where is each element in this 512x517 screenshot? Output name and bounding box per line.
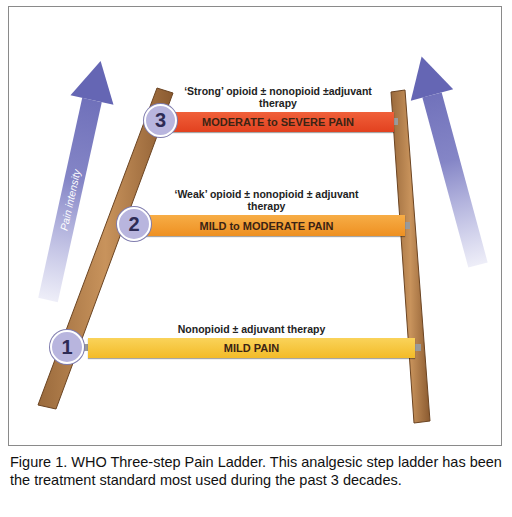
step-number: 2 [128,213,139,236]
ladder-rail-right [391,90,430,423]
step-number-circle: 2 [117,207,151,241]
therapy-heading: ‘Strong’ opioid ± nonopioid ±adjuvant th… [173,85,383,109]
pain-level: MODERATE to SEVERE PAIN [202,116,354,128]
ladder-rung: Nonopioid ± adjuvant therapyMILD PAIN [88,338,415,358]
pain-level: MILD PAIN [224,342,279,354]
figure-caption: Figure 1. WHO Three-step Pain Ladder. Th… [10,453,504,489]
arrow-label: Pain intensity [57,168,82,232]
step-number: 1 [61,336,72,359]
step-number: 3 [155,109,166,132]
ladder-rung: ‘Strong’ opioid ± nonopioid ±adjuvant th… [162,112,394,132]
step-number-circle: 3 [144,104,177,137]
therapy-heading: Nonopioid ± adjuvant therapy [147,323,357,335]
ladder-rail-left [38,88,173,409]
rung-pegs [66,118,421,351]
step-number-circle: 1 [50,330,84,364]
ladder-rung: ‘Weak’ opioid ± nonopioid ± adjuvant the… [128,215,405,236]
pain-arrow-right [411,56,478,265]
pain-level: MILD to MODERATE PAIN [199,220,333,232]
therapy-heading: ‘Weak’ opioid ± nonopioid ± adjuvant the… [162,188,372,212]
